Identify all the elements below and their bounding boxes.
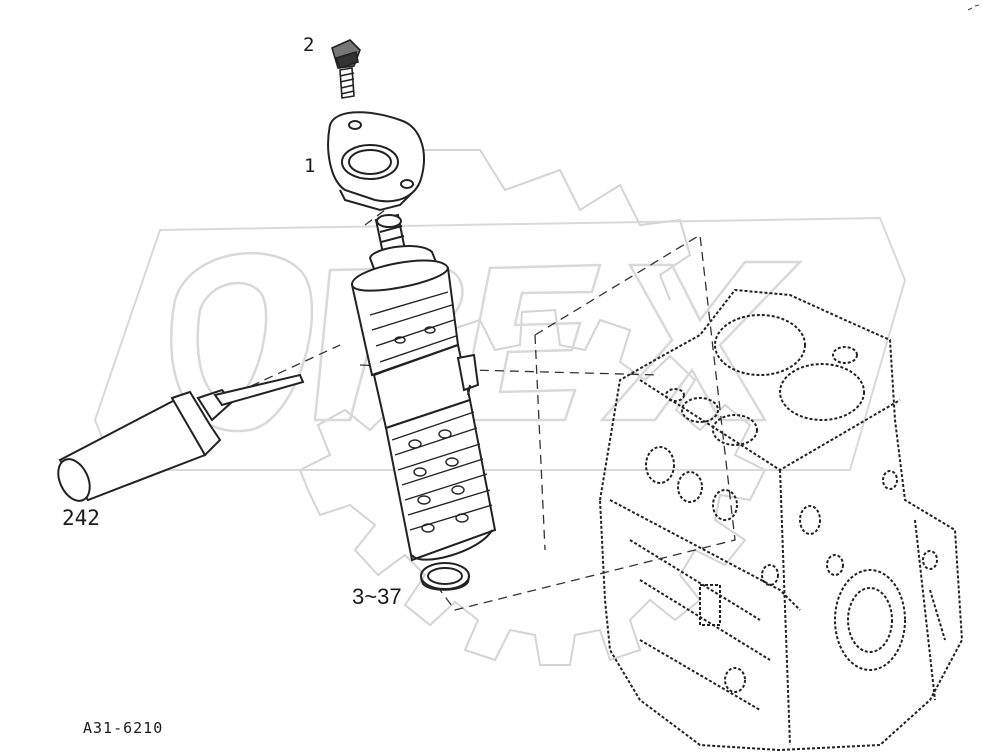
pump-hatching xyxy=(369,291,493,533)
callout-ticks xyxy=(967,4,980,11)
watermark-gear xyxy=(298,149,767,666)
bolt xyxy=(331,39,361,99)
callout-gasket: 3~37 xyxy=(352,584,402,609)
callout-tube: 242 xyxy=(62,506,100,530)
callout-flange: 1 xyxy=(304,155,316,177)
engine-block xyxy=(598,288,964,752)
reference-code: A31-6210 xyxy=(83,719,164,737)
pump-element xyxy=(351,213,497,562)
callout-bolt: 2 xyxy=(303,34,315,56)
watermark-letters xyxy=(93,216,907,471)
gasket xyxy=(420,562,470,591)
tube-tool xyxy=(57,373,305,502)
flange xyxy=(327,111,425,212)
